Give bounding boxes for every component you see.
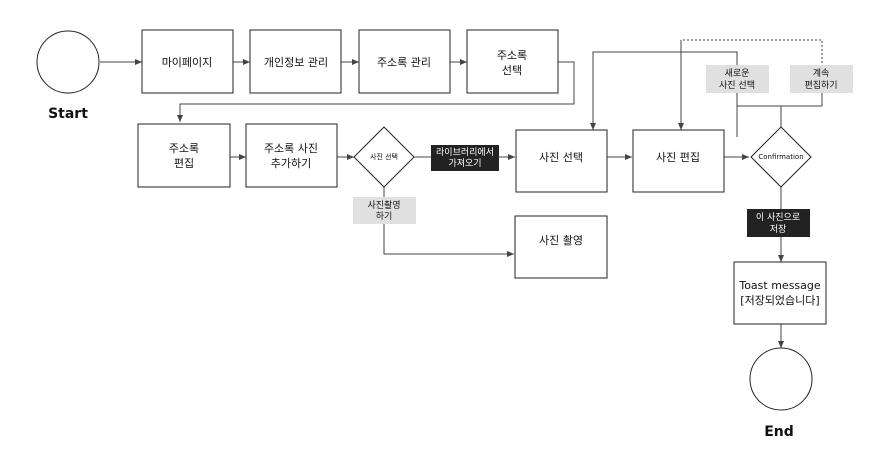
node-mypage: [141, 29, 234, 94]
start-node: [36, 30, 100, 94]
node-address-select-line1: 주소록: [497, 49, 527, 62]
node-toast-line1: Toast message: [738, 279, 821, 292]
node-toast-line2: [저장되었습니다]: [740, 294, 819, 307]
label-from-library-line1: 라이브러리에서: [436, 147, 494, 158]
node-photo-select-text: 사진 선택: [539, 151, 583, 164]
start-label: Start: [48, 106, 88, 122]
node-address-manage-text: 주소록 관리: [377, 56, 431, 69]
node-address-edit-line2: 편집: [174, 157, 194, 170]
node-address-select-line2: 선택: [502, 64, 522, 77]
label-take-photo-line1: 사진촬영: [367, 200, 400, 211]
node-photo-edit-text: 사진 편집: [656, 151, 700, 164]
node-personal-info: [249, 29, 342, 94]
label-continue-edit-line2: 편집하기: [804, 79, 837, 91]
label-save-photo-line2: 저장: [770, 224, 787, 235]
node-photo-capture-text: 사진 촬영: [539, 234, 583, 247]
label-new-photo-line1: 새로운: [725, 68, 750, 79]
node-mypage-text: 마이페이지: [162, 56, 213, 69]
label-save-photo-bg: [747, 209, 810, 237]
node-photo-edit: [632, 129, 725, 193]
node-personal-info-text: 개인정보 관리: [264, 56, 328, 69]
label-continue-edit-bg: [790, 65, 853, 93]
decision-confirmation-text: Confirmation: [758, 153, 803, 161]
label-continue-edit-line1: 계속: [813, 67, 830, 79]
decision-confirmation: [750, 126, 812, 188]
node-add-photo-line1: 주소록 사진: [264, 142, 318, 155]
decision-photo-select-text: 사진 선택: [370, 152, 398, 161]
label-new-photo-line2: 사진 선택: [719, 80, 755, 91]
edge-continue-edit-dashed: [681, 39, 823, 95]
node-address-edit-line1: 주소록: [169, 142, 199, 155]
node-photo-select: [515, 129, 608, 193]
label-from-library-bg: [431, 145, 499, 171]
edge-new-photo-select: [590, 51, 738, 137]
label-take-photo-bg: [353, 197, 416, 224]
edge-select-edit: [177, 61, 575, 122]
node-photo-capture: [514, 215, 608, 279]
node-add-photo: [245, 123, 338, 188]
node-add-photo-line2: 추가하기: [271, 156, 311, 170]
node-toast: [733, 261, 827, 325]
end-node: [749, 347, 813, 411]
label-take-photo-line2: 하기: [376, 211, 393, 222]
end-label: End: [764, 424, 794, 440]
label-save-photo-line1: 이 사진으로: [756, 212, 800, 223]
node-address-select: [466, 29, 559, 94]
connectors: [100, 39, 823, 348]
decision-photo-select: [353, 126, 415, 188]
label-from-library-line2: 가져오기: [448, 158, 481, 169]
node-address-edit: [137, 123, 231, 188]
node-address-manage: [358, 29, 451, 94]
label-new-photo-bg: [706, 65, 769, 93]
